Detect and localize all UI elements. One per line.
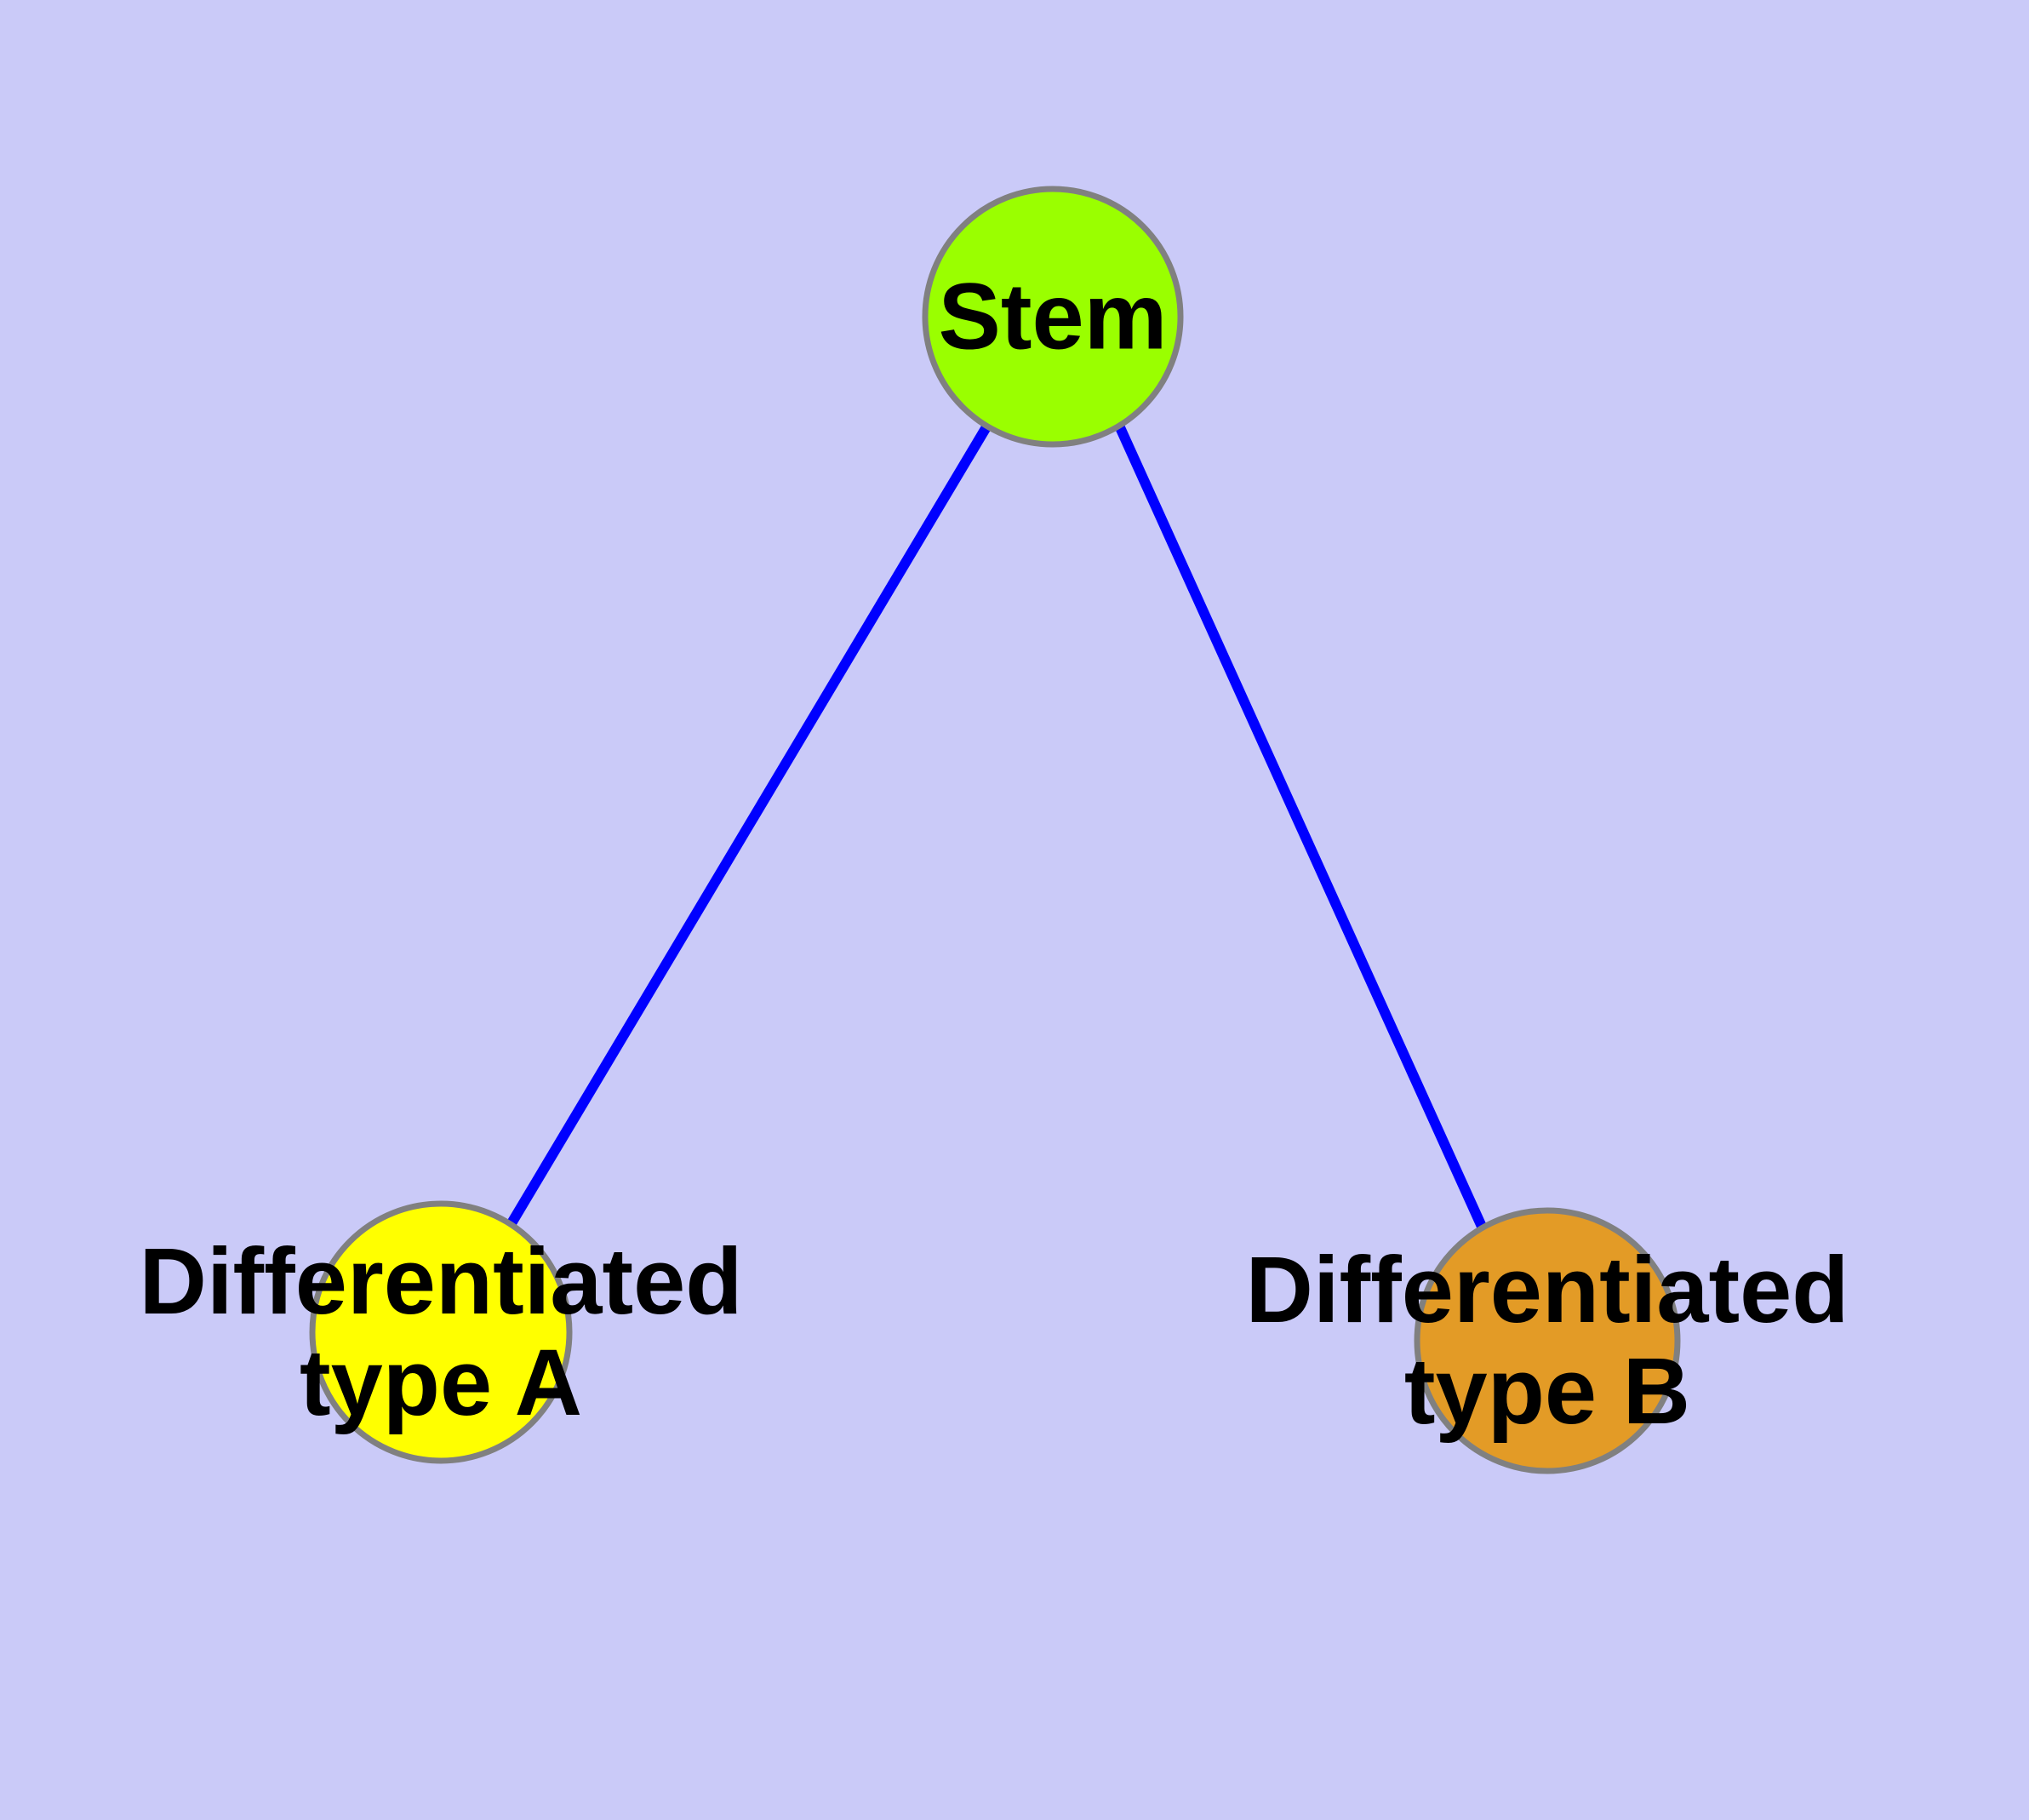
edge-stem-to-differentiated-type-b[interactable] — [1114, 423, 1488, 1231]
node-stem[interactable]: Stem — [922, 186, 1184, 448]
edge-stem-to-differentiated-type-a[interactable] — [506, 422, 992, 1227]
node-label-line: type A — [300, 1331, 582, 1435]
edges-group — [506, 422, 1488, 1231]
node-stem-circle[interactable] — [922, 186, 1184, 448]
node-differentiated-type-b-circle[interactable] — [1414, 1207, 1681, 1474]
node-stem-label: Stem — [939, 265, 1168, 369]
node-label-line: Stem — [939, 265, 1168, 369]
node-label-line: Differentiated — [1246, 1238, 1849, 1342]
node-label-line: type B — [1404, 1339, 1690, 1444]
node-label-line: Differentiated — [140, 1229, 743, 1334]
node-differentiated-type-a-circle[interactable] — [309, 1200, 573, 1464]
